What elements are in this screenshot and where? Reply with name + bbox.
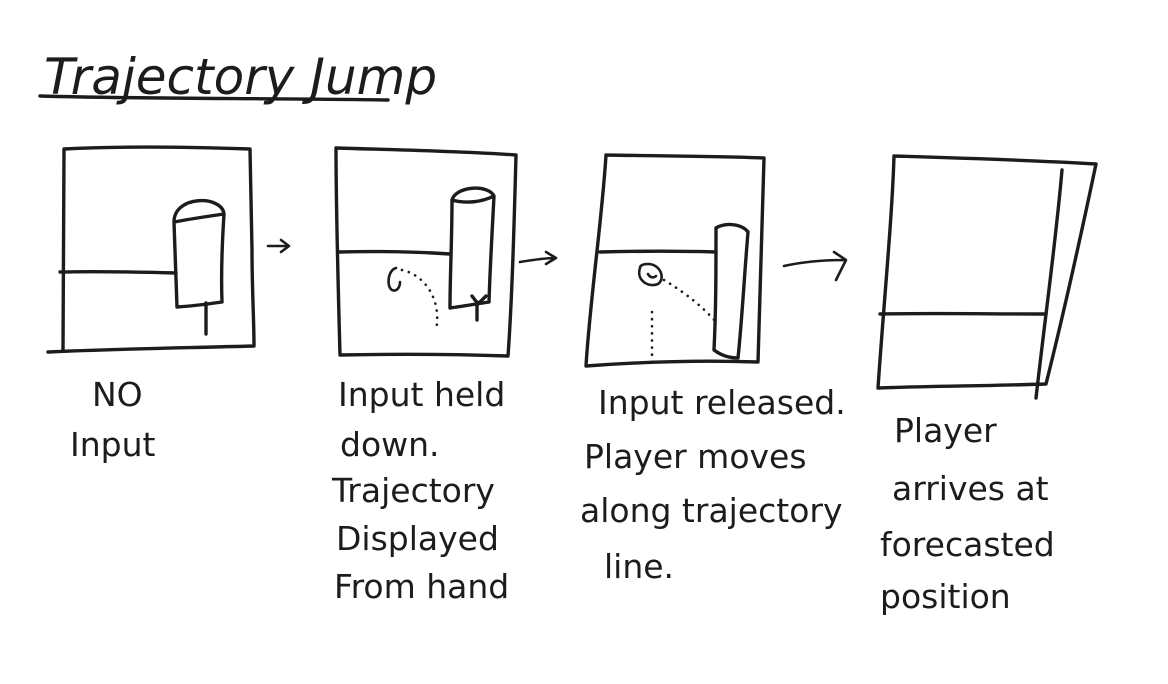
panel-1-arrow bbox=[266, 238, 291, 254]
panel-2-ground-line bbox=[336, 249, 452, 256]
panel-2-frame bbox=[334, 146, 518, 358]
panel-4-caption-line-1: Player bbox=[894, 411, 997, 450]
panel-4-caption: Player arrives at forecasted position bbox=[880, 411, 1065, 616]
panel-1-caption-line-1: NO bbox=[92, 375, 143, 414]
title-underline bbox=[38, 94, 390, 102]
panel-2-caption-line-2: down. bbox=[340, 425, 440, 464]
panel-3-ground-line bbox=[598, 249, 718, 254]
panel-3-caption-line-4: line. bbox=[604, 547, 674, 586]
panel-2-player bbox=[387, 266, 402, 292]
panel-2-caption-line-3: Trajectory bbox=[331, 471, 495, 510]
panel-1-caption: NO Input bbox=[70, 375, 156, 464]
panel-4-caption-line-4: position bbox=[880, 577, 1011, 616]
panel-3: Input released. Player moves along traje… bbox=[580, 153, 856, 586]
panel-2-caption-line-5: From hand bbox=[334, 567, 509, 606]
panel-3-wall bbox=[712, 222, 750, 360]
panel-1-ground-line bbox=[58, 269, 178, 275]
panel-3-player bbox=[637, 262, 663, 287]
panel-3-frame bbox=[584, 153, 766, 368]
panel-2-arrow bbox=[518, 250, 558, 266]
panel-2-trajectory-line bbox=[400, 268, 439, 332]
panel-1-caption-line-2: Input bbox=[70, 425, 156, 464]
title-group: Trajectory Jump bbox=[38, 48, 437, 106]
panel-4-caption-line-2: arrives at bbox=[892, 469, 1049, 508]
panel-4-caption-line-3: forecasted bbox=[880, 525, 1055, 564]
panel-3-trajectory-line bbox=[662, 278, 718, 324]
panel-3-caption: Input released. Player moves along traje… bbox=[580, 383, 856, 586]
panel-1: NO Input bbox=[46, 145, 291, 464]
panel-2: Input held down. Trajectory Displayed Fr… bbox=[331, 146, 558, 606]
panel-3-player-mark bbox=[646, 272, 658, 279]
panel-2-caption-line-1: Input held bbox=[338, 375, 505, 414]
panel-2-wall bbox=[448, 186, 496, 322]
panel-1-wall bbox=[172, 199, 226, 336]
panel-4: Player arrives at forecasted position bbox=[876, 154, 1098, 616]
panel-2-caption-line-4: Displayed bbox=[336, 519, 499, 558]
panel-3-caption-line-1: Input released. bbox=[598, 383, 846, 422]
panel-3-caption-line-2: Player moves bbox=[584, 437, 807, 476]
panel-4-wall bbox=[1034, 168, 1064, 400]
panel-3-caption-line-3: along trajectory bbox=[580, 491, 843, 530]
panel-1-frame bbox=[46, 145, 256, 354]
panel-3-arrow bbox=[782, 250, 848, 282]
panel-4-frame bbox=[876, 154, 1098, 390]
panel-2-caption: Input held down. Trajectory Displayed Fr… bbox=[331, 375, 516, 606]
